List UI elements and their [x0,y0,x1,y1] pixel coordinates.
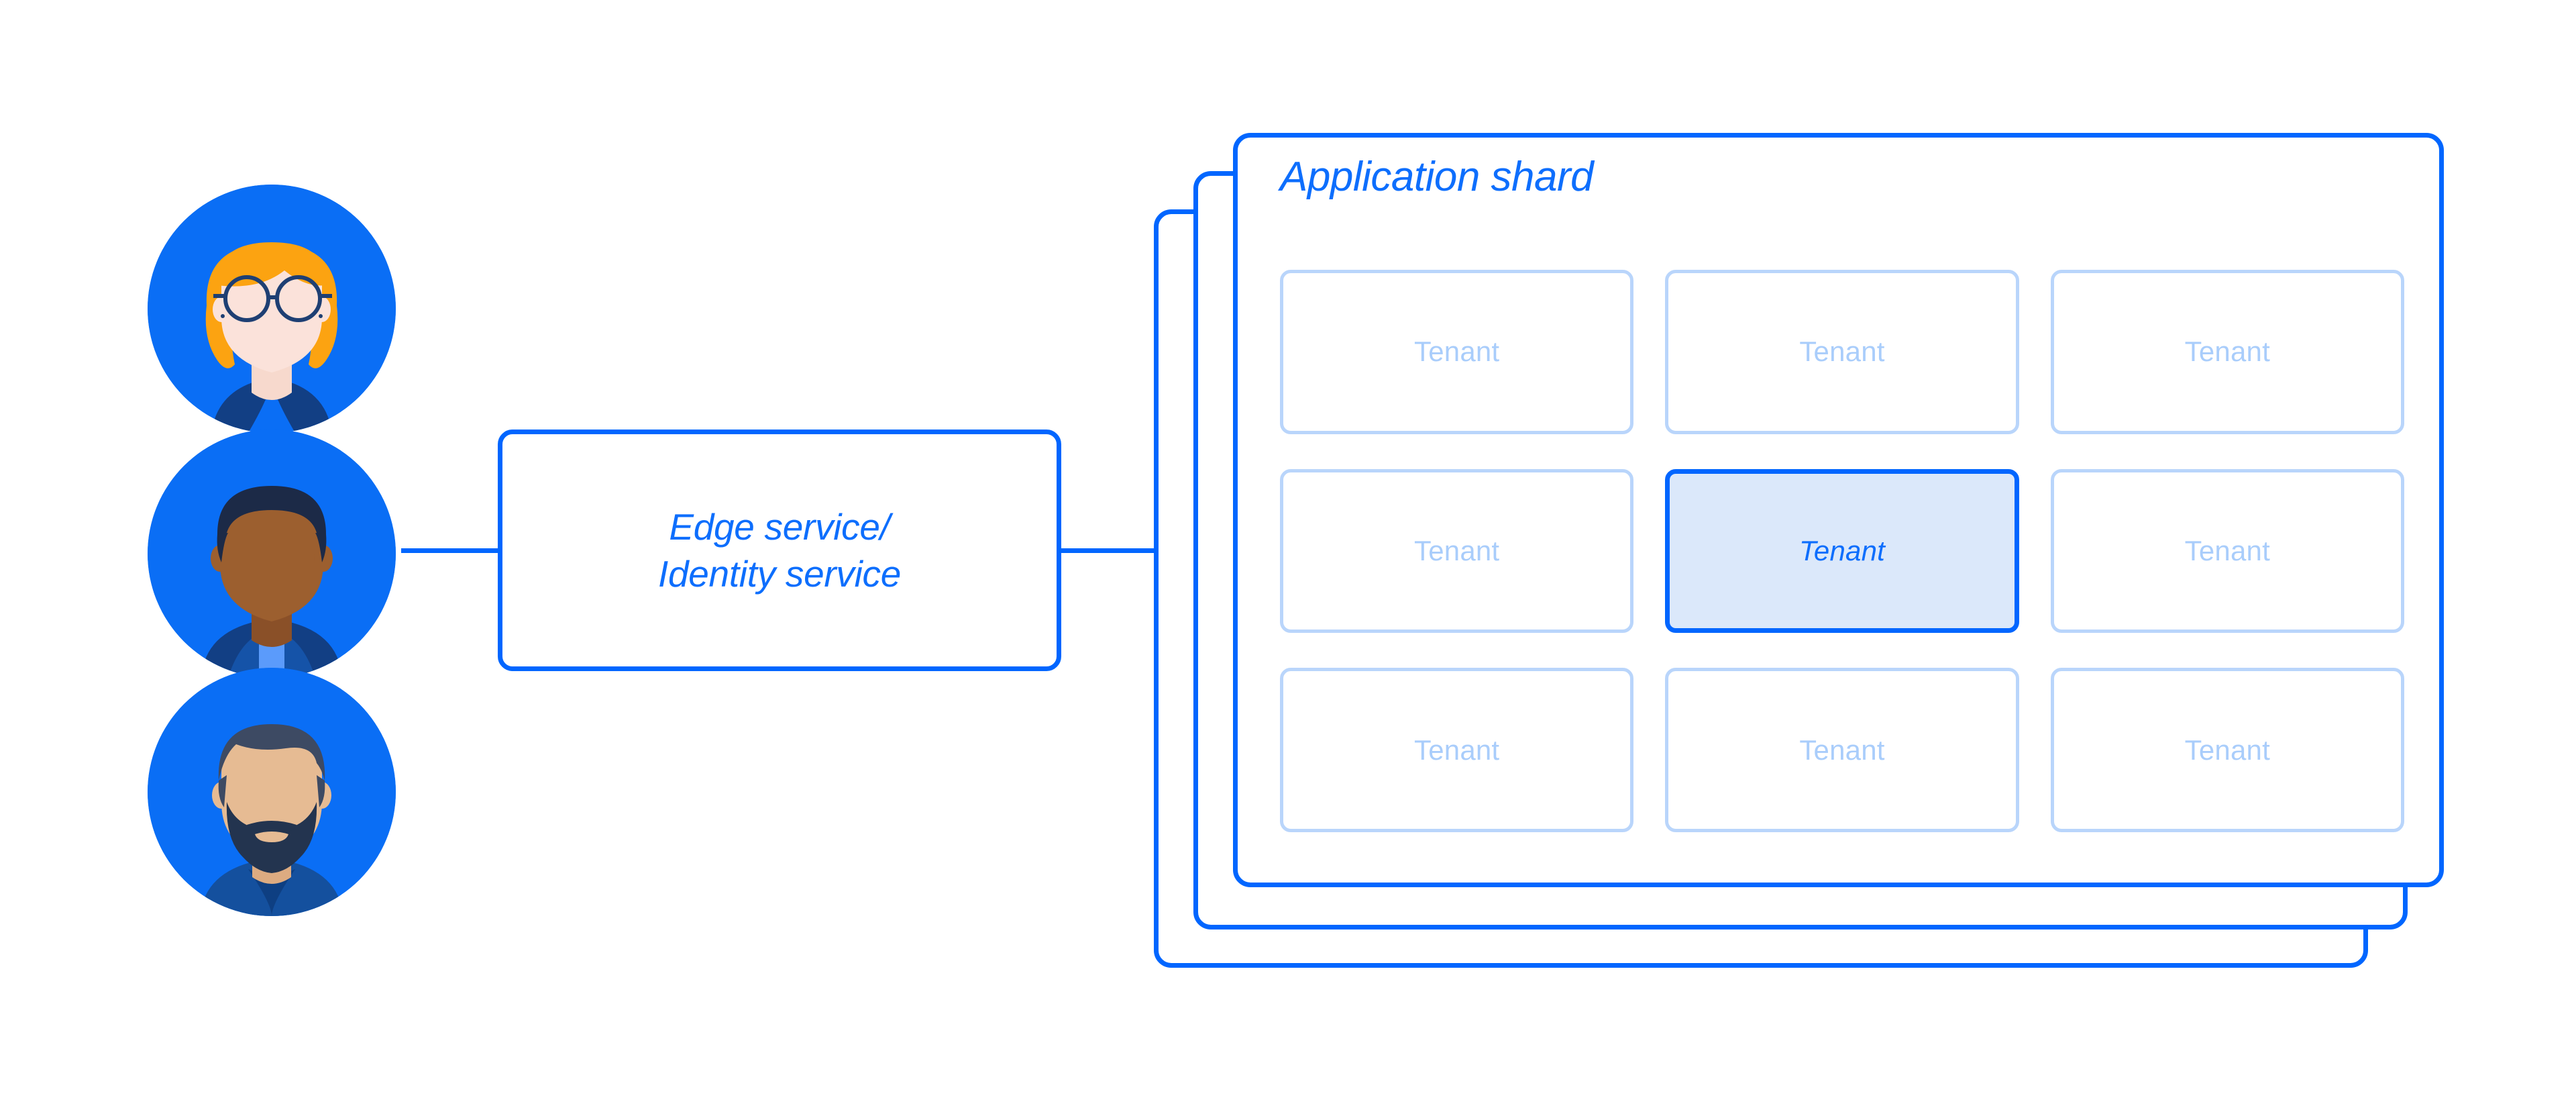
tenant-box-active[interactable]: Tenant [1665,468,2019,634]
edge-service-label: Edge service/ Identity service [657,505,902,595]
tenant-box[interactable]: Tenant [1280,270,1634,434]
tenant-box[interactable]: Tenant [1280,668,1634,832]
edge-identity-service-box[interactable]: Edge service/ Identity service [498,430,1061,671]
tenant-grid: Tenant Tenant Tenant Tenant Tenant Tenan… [1280,270,2404,832]
avatar-man-short-hair [148,430,396,678]
tenant-box[interactable]: Tenant [1665,668,2019,832]
tenant-box[interactable]: Tenant [1665,270,2019,434]
application-shard-title: Application shard [1280,154,1594,200]
connector-edge-to-shard [1059,548,1157,553]
connector-users-to-edge [401,548,500,553]
avatar-woman-glasses [148,185,396,433]
avatar-man-beard [148,668,396,916]
tenant-box[interactable]: Tenant [1280,468,1634,634]
tenant-box[interactable]: Tenant [2050,270,2404,434]
tenant-box[interactable]: Tenant [2050,668,2404,832]
tenant-box[interactable]: Tenant [2050,468,2404,634]
